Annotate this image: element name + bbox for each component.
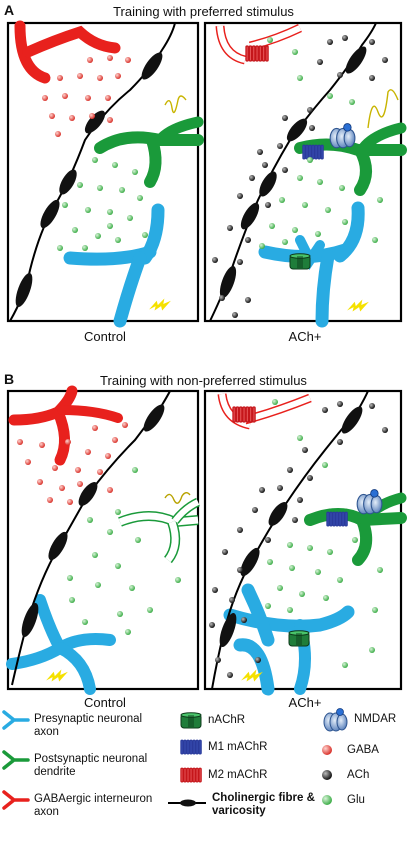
- section-b-title: Training with non-preferred stimulus: [100, 373, 307, 388]
- legend-gabaergic-symbol: [2, 790, 30, 810]
- section-a-title: Training with preferred stimulus: [113, 4, 294, 19]
- section-b-ach-label: ACh+: [288, 695, 322, 710]
- panel-letter-a: A: [4, 2, 15, 18]
- legend-cholinergic-symbol: [168, 799, 206, 807]
- legend-nachr-symbol: [180, 712, 202, 729]
- legend-gaba-symbol: [322, 745, 332, 755]
- legend-nmdar-symbol: [323, 708, 348, 732]
- legend-cholinergic-label: Cholinergic fibre & varicosity: [212, 792, 315, 817]
- legend-m2-label: M2 mAChR: [208, 769, 268, 781]
- legend-glu-label: Glu: [347, 794, 365, 806]
- legend-m1-label: M1 mAChR: [208, 741, 268, 753]
- legend-m2-symbol: [180, 767, 202, 783]
- legend-nmdar-label: NMDAR: [354, 713, 397, 725]
- legend-presynaptic-symbol: [2, 710, 30, 730]
- legend-postsynaptic-symbol: [2, 750, 30, 770]
- legend-gabaergic-label: GABAergic interneuron axon: [34, 793, 153, 818]
- panel-b-control: [6, 385, 200, 695]
- legend-ach-symbol: [322, 770, 332, 780]
- section-a-ach-label: ACh+: [288, 329, 322, 344]
- legend-m1-symbol: [180, 739, 202, 755]
- panel-a-control: [6, 20, 204, 328]
- section-b-control-label: Control: [84, 695, 126, 710]
- panel-b-ach: [203, 389, 407, 696]
- legend-postsynaptic-label: Postsynaptic neuronal dendrite: [34, 753, 148, 778]
- legend-ach-label: ACh: [347, 769, 370, 781]
- panel-letter-b: B: [4, 371, 15, 387]
- legend-glu-symbol: [322, 795, 332, 805]
- legend-nachr-label: nAChR: [208, 714, 246, 726]
- section-a-control-label: Control: [84, 329, 126, 344]
- legend-gaba-label: GABA: [347, 744, 379, 756]
- legend-presynaptic-label: Presynaptic neuronal axon: [34, 713, 143, 738]
- panel-a-ach: [203, 21, 407, 328]
